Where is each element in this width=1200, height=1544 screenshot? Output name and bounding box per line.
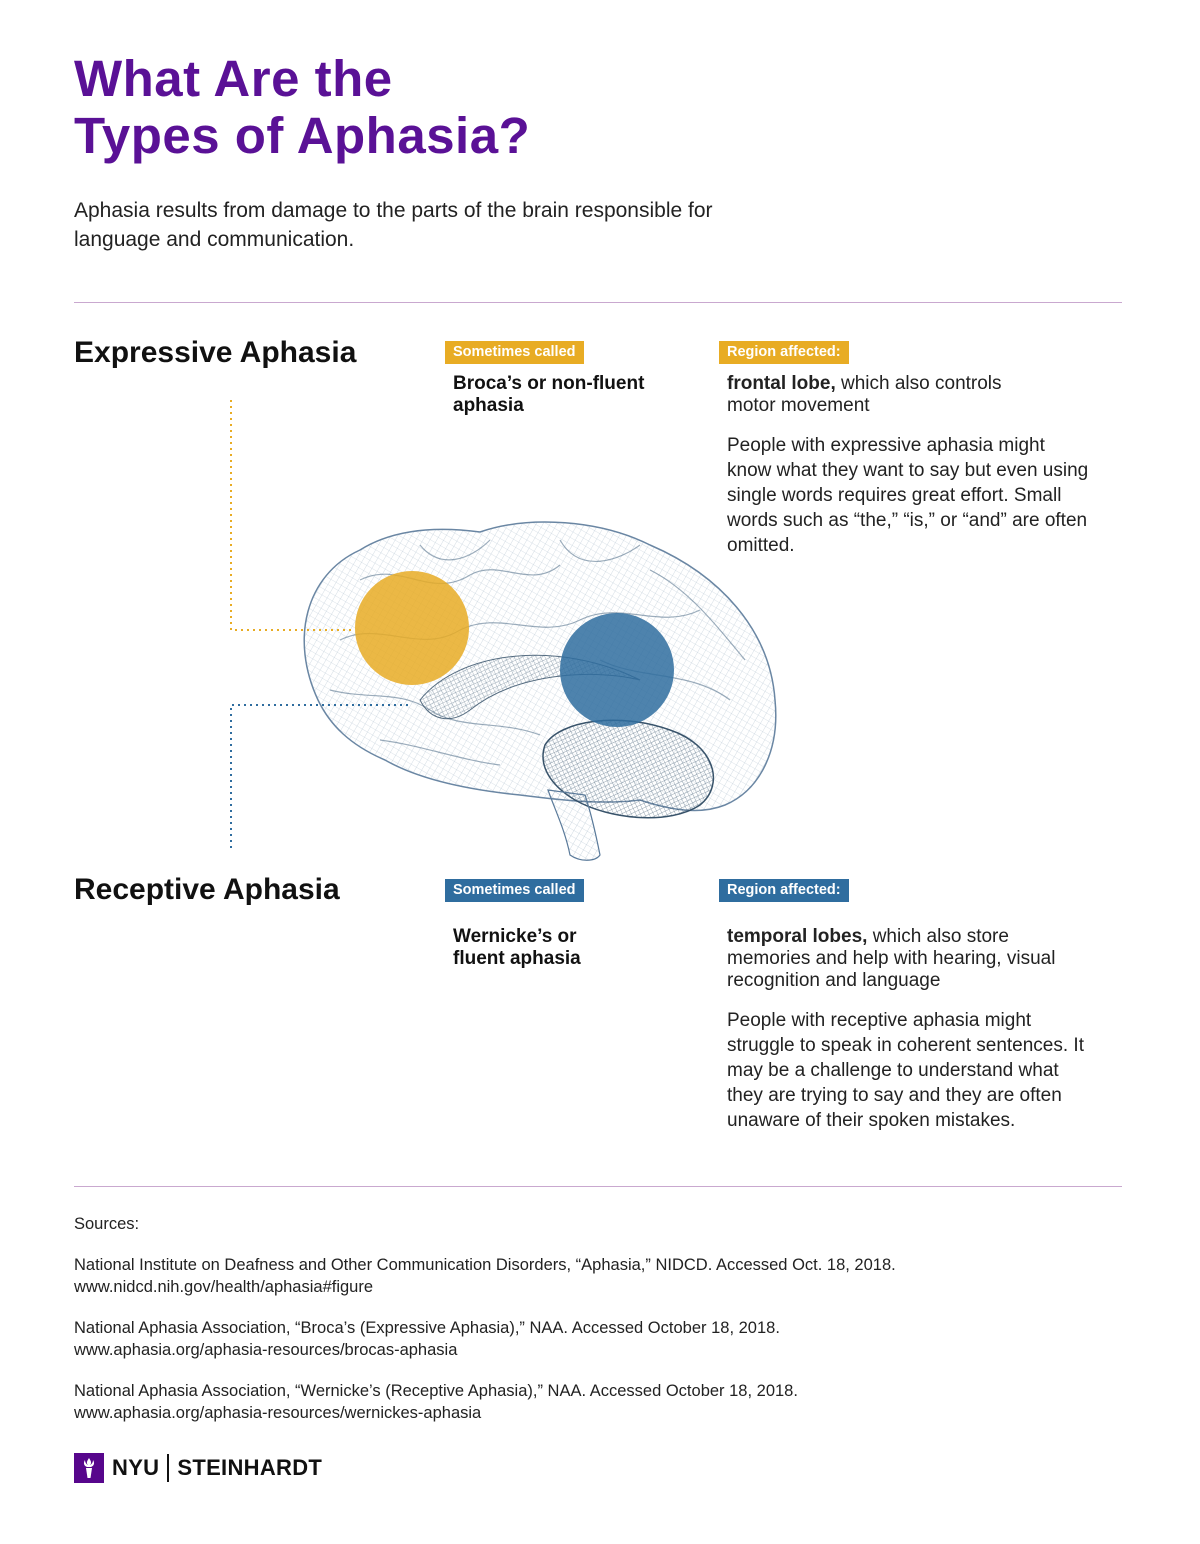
wernicke-region-circle (560, 613, 674, 727)
source-item: National Aphasia Association, “Broca’s (… (74, 1317, 1134, 1361)
receptive-called-tag: Sometimes called (445, 879, 584, 902)
title-line-1: What Are the (74, 50, 393, 107)
logo-divider (167, 1454, 170, 1482)
source-item: National Institute on Deafness and Other… (74, 1254, 1134, 1298)
broca-region-circle (355, 571, 469, 685)
expressive-called-text: Broca’s or non-fluent aphasia (453, 373, 645, 416)
source-url: www.nidcd.nih.gov/health/aphasia#figure (74, 1278, 374, 1296)
expressive-description: People with expressive aphasia might kno… (727, 435, 1089, 556)
receptive-region-rest: which also store memories and help with … (727, 926, 1056, 991)
page-subtitle: Aphasia results from damage to the parts… (74, 199, 713, 251)
receptive-region-bold: temporal lobes, (727, 926, 868, 947)
logo-nyu-text: NYU (112, 1455, 160, 1480)
receptive-heading: Receptive Aphasia (74, 873, 340, 906)
source-citation: National Aphasia Association, “Broca’s (… (74, 1319, 780, 1337)
page-title: What Are the Types of Aphasia? (74, 50, 530, 164)
expressive-called-tag: Sometimes called (445, 341, 584, 364)
receptive-description: People with receptive aphasia might stru… (727, 1010, 1084, 1131)
source-citation: National Aphasia Association, “Wernicke’… (74, 1382, 798, 1400)
bottom-divider (74, 1186, 1122, 1187)
nyu-torch-icon (74, 1453, 104, 1483)
expressive-region-tag: Region affected: (719, 341, 849, 364)
expressive-region-rest: which also controls motor movement (727, 373, 1002, 416)
top-divider (74, 302, 1122, 303)
source-item: National Aphasia Association, “Wernicke’… (74, 1380, 1134, 1424)
logo-steinhardt-text: STEINHARDT (177, 1455, 323, 1480)
source-url: www.aphasia.org/aphasia-resources/brocas… (74, 1341, 458, 1359)
receptive-region: temporal lobes, which also store memorie… (727, 926, 1082, 992)
expressive-region-bold: frontal lobe, (727, 373, 836, 394)
sources-heading: Sources: (74, 1215, 140, 1233)
source-citation: National Institute on Deafness and Other… (74, 1256, 896, 1274)
expressive-region: frontal lobe, which also controls motor … (727, 373, 1027, 417)
nyu-steinhardt-logo: NYU STEINHARDT (74, 1448, 322, 1488)
source-url: www.aphasia.org/aphasia-resources/wernic… (74, 1404, 482, 1422)
brain-stem (547, 789, 601, 861)
expressive-connector-line (230, 400, 355, 631)
title-line-2: Types of Aphasia? (74, 107, 531, 164)
sources-section: Sources: National Institute on Deafness … (74, 1213, 1134, 1443)
receptive-region-tag: Region affected: (719, 879, 849, 902)
expressive-heading: Expressive Aphasia (74, 336, 357, 369)
receptive-called-text: Wernicke’s or fluent aphasia (453, 926, 581, 969)
